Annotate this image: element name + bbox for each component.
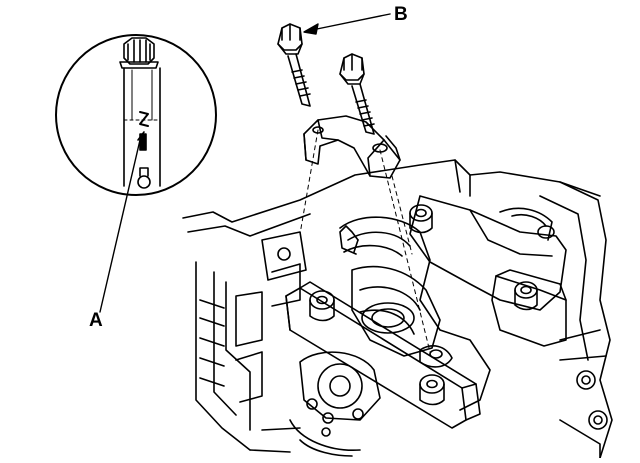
crankshaft-icon: [289, 195, 567, 457]
callout-b-label: B: [394, 4, 408, 25]
rear-bolt-lower: [514, 281, 538, 311]
front-main-cap: [285, 281, 481, 429]
rear-cap-bolts: [409, 204, 538, 311]
callout-a-label: A: [89, 310, 103, 331]
engine-block-icon: [182, 159, 613, 459]
leader-line-a: [99, 139, 141, 313]
rear-bolt-upper: [409, 204, 433, 234]
alignment-guides: [299, 129, 431, 353]
bearing-cap-icon: [303, 115, 401, 179]
cap-bolt-right: [419, 374, 445, 406]
flange-bolt-icon: [277, 23, 311, 107]
leader-line-b: [303, 13, 391, 35]
cap-bolt-left: [309, 290, 335, 322]
magnifier-circle-icon: [55, 34, 217, 196]
flange-bolt-right: [339, 53, 375, 135]
